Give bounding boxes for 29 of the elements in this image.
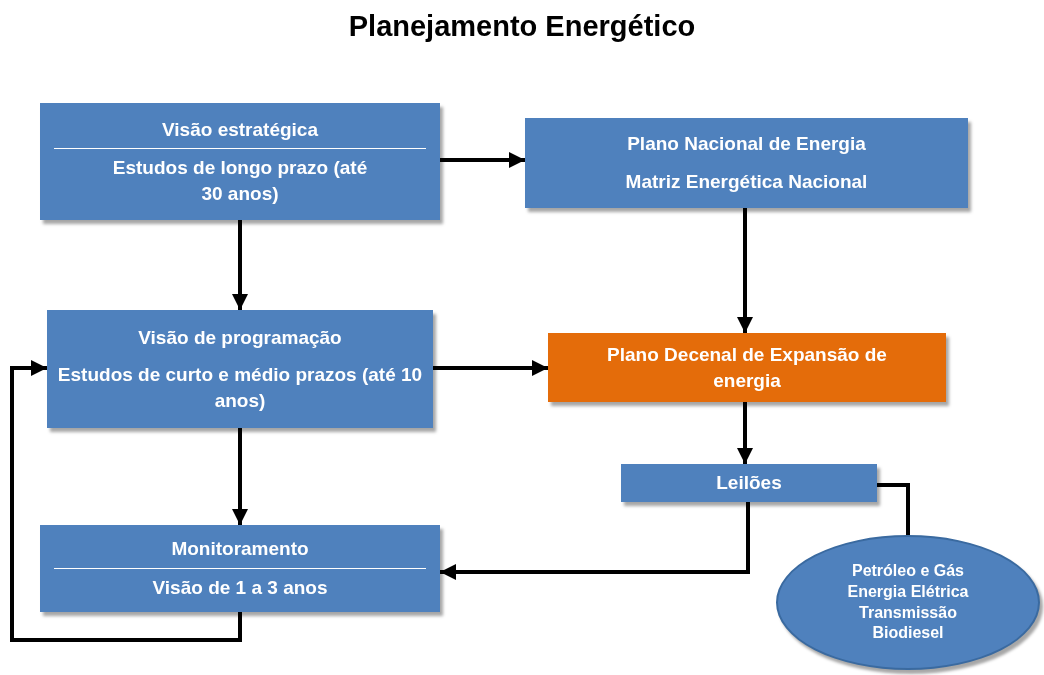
arrow bbox=[737, 208, 753, 333]
arrow bbox=[232, 428, 248, 525]
box-text: Plano Decenal de Expansão de energia bbox=[606, 342, 888, 393]
box-text: Leilões bbox=[716, 471, 782, 496]
box-heading: Monitoramento bbox=[171, 537, 309, 562]
arrow bbox=[433, 360, 548, 376]
box-heading: Plano Nacional de Energia bbox=[627, 132, 866, 157]
arrow bbox=[232, 220, 248, 310]
process-box bbox=[47, 310, 433, 428]
process-box bbox=[40, 103, 440, 220]
process-box bbox=[40, 525, 440, 612]
box-text: Matriz Energética Nacional bbox=[625, 170, 868, 194]
arrow bbox=[440, 152, 525, 168]
process-box bbox=[548, 333, 946, 402]
process-box bbox=[621, 464, 877, 502]
box-text: Energia Elétrica bbox=[847, 581, 969, 602]
box-heading: Visão estratégica bbox=[162, 117, 318, 142]
box-text: Petróleo e Gás bbox=[851, 560, 964, 581]
arrow bbox=[737, 402, 753, 464]
box-heading: Visão de programação bbox=[138, 325, 342, 350]
box-text: Estudos de longo prazo (até 30 anos) bbox=[111, 156, 369, 206]
diagram-title: Planejamento Energético bbox=[348, 10, 696, 43]
box-text: Visão de 1 a 3 anos bbox=[152, 576, 328, 600]
box-text: Estudos de curto e médio prazos (até 10 anos) bbox=[56, 363, 424, 413]
box-text: Transmissão bbox=[859, 602, 957, 623]
box-text: Biodiesel bbox=[872, 623, 944, 644]
process-box bbox=[525, 118, 968, 208]
connector-line bbox=[877, 483, 910, 535]
arrow bbox=[440, 502, 750, 580]
